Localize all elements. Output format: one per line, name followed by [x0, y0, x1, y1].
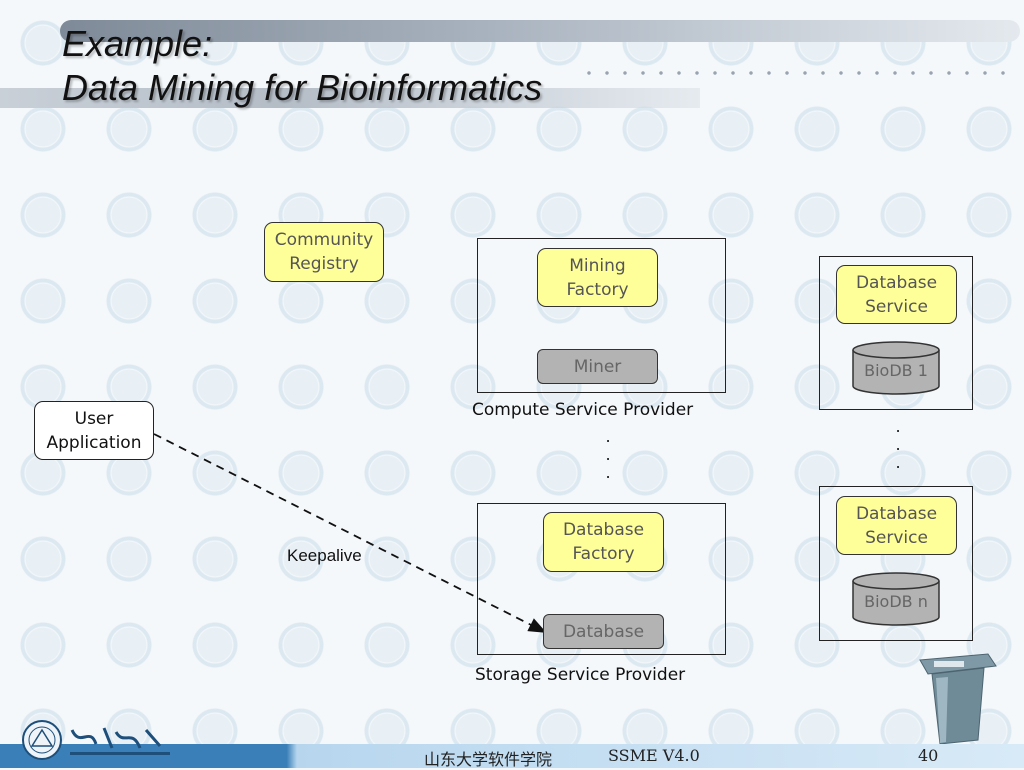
database-factory-line2: Factory [572, 544, 635, 564]
shandong-university-logo-icon [20, 718, 180, 762]
community-registry-line2: Registry [289, 254, 359, 274]
title-underline-bar [0, 88, 700, 108]
footer-bar [0, 744, 1024, 768]
biodb-1-cylinder-shape [852, 341, 940, 395]
title-decoration-bar [60, 20, 1020, 42]
mining-factory-line2: Factory [566, 279, 629, 300]
slide-title-line2: Data Mining for Bioinformatics [62, 67, 543, 108]
database-service-n-frame [819, 486, 973, 641]
miner-box: Miner [537, 349, 658, 384]
community-registry-line1: Community [274, 230, 374, 250]
database-label: Database [562, 621, 645, 642]
database-factory-line1: Database [562, 520, 645, 540]
database-service-1-frame [819, 256, 973, 410]
compute-service-provider-frame [477, 238, 726, 393]
biodb-n-cylinder: BioDB n [852, 572, 940, 627]
storage-service-provider-frame [477, 503, 726, 655]
database-service-1-box: Database Service [836, 265, 957, 324]
mining-factory-line1: Mining [569, 255, 626, 276]
slide-title: Example: Data Mining for Bioinformatics [62, 22, 542, 110]
mining-factory-box: Mining Factory [537, 248, 658, 307]
title-dots-decoration [580, 70, 1010, 76]
database-service-n-line1: Database [855, 503, 938, 524]
biodb-n-cylinder-shape [852, 572, 940, 626]
compute-storage-ellipsis: ... [605, 427, 611, 482]
footer-page-number: 40 [918, 746, 939, 765]
compute-service-provider-caption: Compute Service Provider [472, 400, 694, 420]
biodb-n-label: BioDB n [864, 592, 928, 611]
keepalive-arrow [153, 433, 547, 633]
database-service-n-line2: Service [865, 527, 928, 548]
community-registry-box: Community Registry [264, 222, 384, 282]
footer-version: SSME V4.0 [608, 746, 700, 765]
database-services-ellipsis: ... [895, 417, 901, 472]
user-application-box: User Application [34, 401, 154, 460]
database-factory-box: Database Factory [543, 512, 664, 572]
slide-title-line1: Example: [62, 23, 213, 64]
biodb-1-cylinder: BioDB 1 [852, 341, 940, 396]
database-box: Database [543, 614, 664, 649]
user-application-line2: Application [46, 432, 142, 453]
university-logo-mark [22, 720, 170, 760]
footer-institution: 山东大学软件学院 [424, 750, 553, 769]
storage-service-provider-caption: Storage Service Provider [475, 665, 686, 685]
keepalive-label: Keepalive [287, 546, 362, 565]
biodb-1-label: BioDB 1 [864, 361, 928, 380]
database-service-1-line1: Database [855, 272, 938, 293]
user-application-line1: User [74, 408, 114, 429]
miner-label: Miner [573, 356, 622, 377]
database-service-n-box: Database Service [836, 496, 957, 555]
database-service-1-line2: Service [865, 296, 928, 317]
podium-icon [919, 653, 997, 744]
